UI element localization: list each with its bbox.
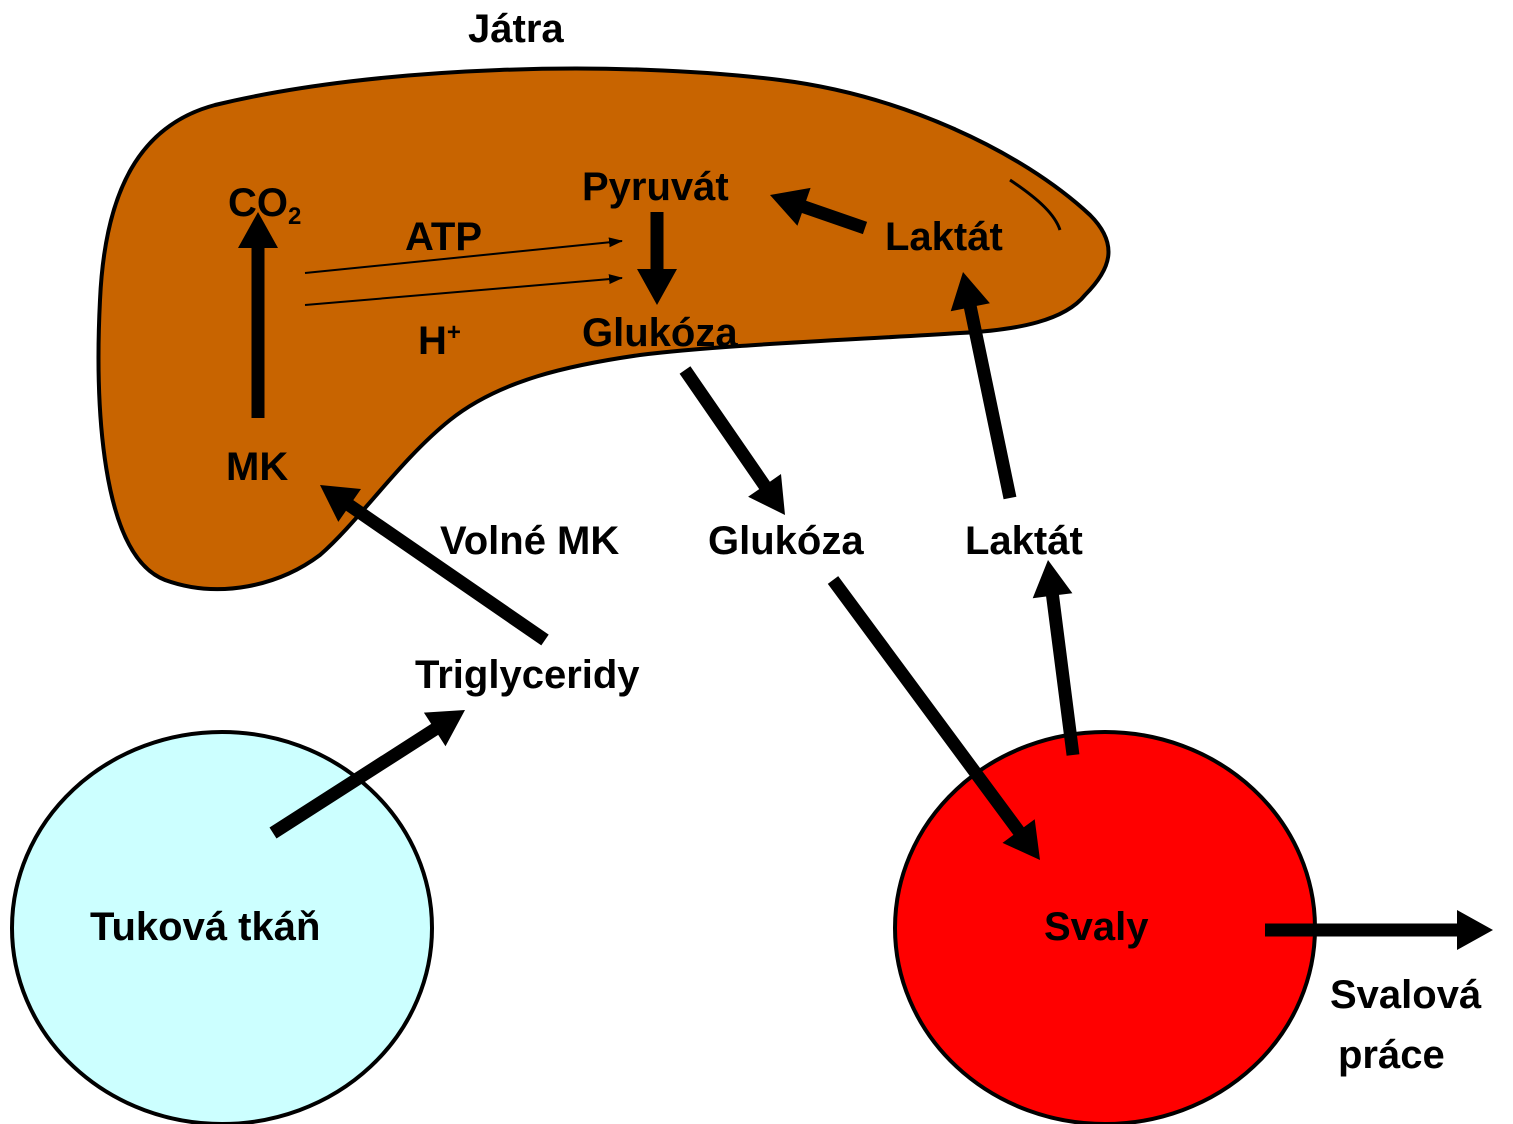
triglycerides-label: Triglyceridy (415, 653, 640, 697)
arrow-lactate-to-pyruvate (770, 187, 868, 235)
liver-shape (96, 66, 1111, 592)
adipose-tissue-circle (10, 730, 434, 1124)
liver-lactate-label: Laktát (885, 215, 1003, 259)
atp-label: ATP (405, 215, 483, 259)
co2-main: CO (228, 181, 288, 225)
liver-fatty-acids-label: MK (226, 445, 289, 489)
blood-glucose-label: Glukóza (708, 519, 864, 563)
h-superscript: + (446, 319, 461, 346)
atp-thin-arrow (304, 237, 623, 274)
arrow-glucose-liver-to-blood (679, 366, 785, 515)
h-main: H (418, 319, 447, 363)
adipose-tissue-label: Tuková tkáň (90, 905, 321, 949)
arrow-adipose-to-triglycerides (269, 710, 465, 839)
h-plus-label: H+ (418, 318, 461, 364)
arrow-pyruvate-to-glucose (637, 212, 677, 305)
blood-lactate-label: Laktát (965, 519, 1083, 563)
co2-subscript: 2 (288, 203, 302, 230)
muscle-work-line2: práce (1338, 1033, 1445, 1077)
liver-glucose-label: Glukóza (582, 311, 738, 355)
muscle-label: Svaly (1044, 905, 1149, 949)
arrow-muscle-to-lactate (1032, 560, 1080, 756)
h-thin-arrow (304, 274, 623, 306)
arrow-lactate-blood-to-liver (950, 272, 1017, 500)
arrow-glucose-to-muscle (827, 576, 1040, 860)
liver-contour-line (1009, 178, 1062, 231)
liver-title: Játra (468, 7, 564, 51)
muscle-work-line1: Svalová (1330, 973, 1482, 1017)
arrow-mk-to-co2 (238, 212, 278, 418)
pyruvate-label: Pyruvát (582, 165, 729, 209)
arrow-triglycerides-to-mk (320, 485, 549, 646)
co2-label: CO2 (228, 180, 301, 229)
free-fatty-acids-label: Volné MK (440, 519, 620, 563)
arrow-muscle-to-work (1265, 910, 1493, 950)
